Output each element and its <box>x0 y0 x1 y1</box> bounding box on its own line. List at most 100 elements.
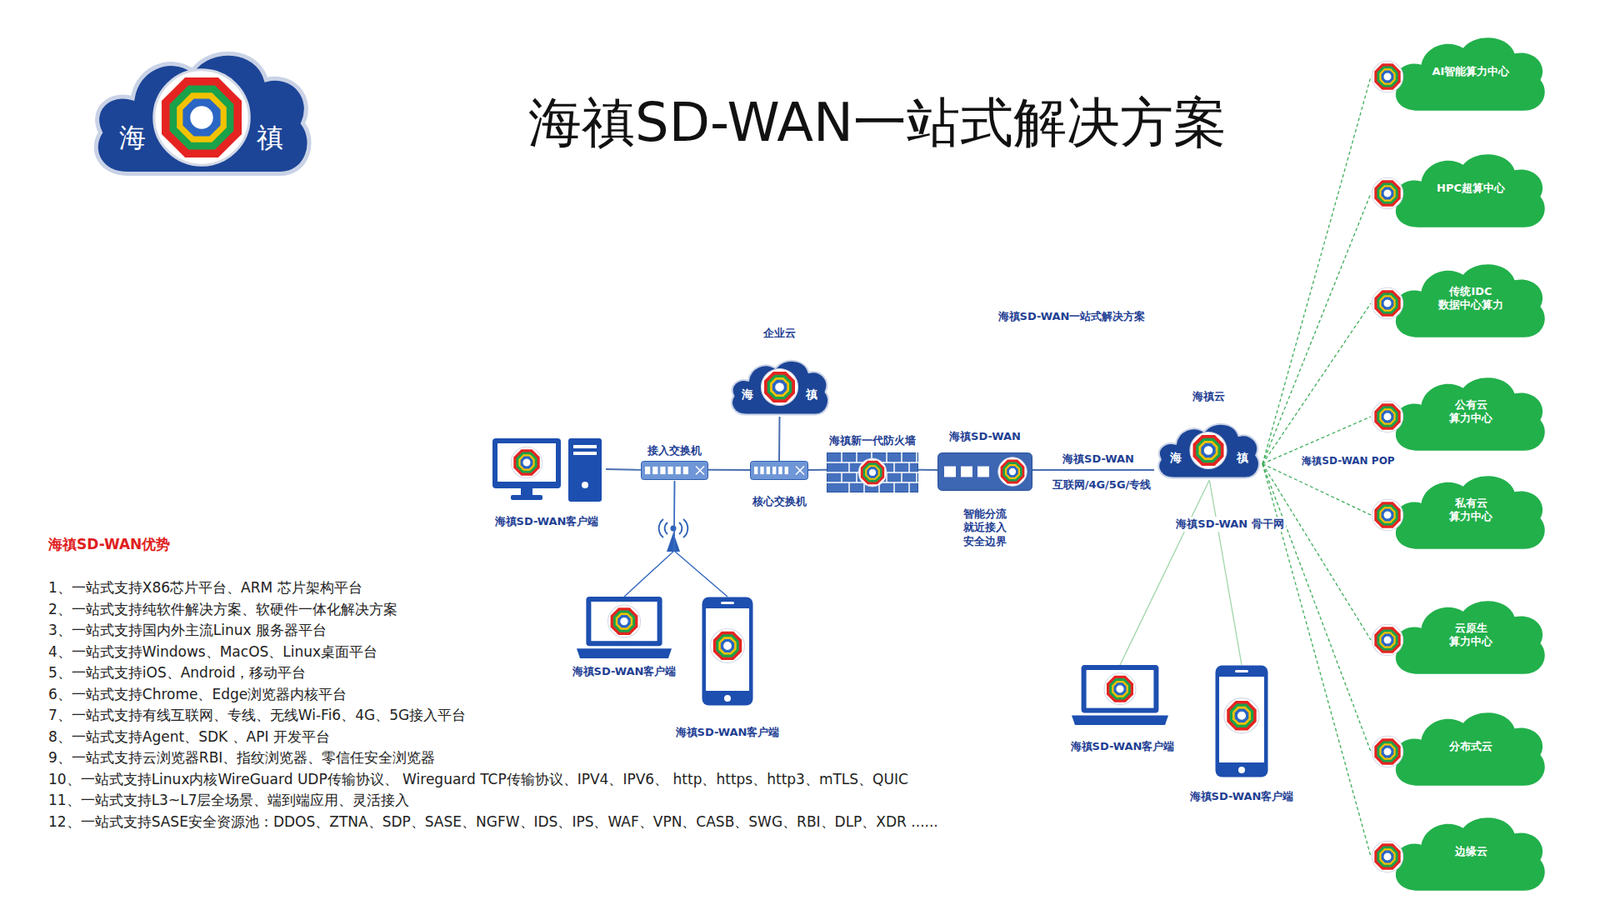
gcloud-icon-part <box>1379 185 1395 201</box>
logo-icon-part <box>154 70 250 165</box>
desktop-icon-part <box>513 449 540 475</box>
gcloud-icon-part <box>1374 290 1400 316</box>
laptop-icon-part <box>617 615 630 628</box>
firewall-icon-part <box>893 462 895 473</box>
phone-icon-part <box>720 601 735 605</box>
desktop-icon-part <box>520 456 534 470</box>
logo-icon-part <box>188 104 215 130</box>
firewall-icon <box>826 452 919 493</box>
bcloud-icon-part <box>772 380 787 395</box>
phone-icon-part <box>1232 706 1251 725</box>
annotation-label: 海禛SD-WAN一站式解决方案 <box>998 310 1146 324</box>
desktop-icon-part <box>568 438 602 502</box>
node-label: 海禛SD-WAN客户端 <box>675 725 780 740</box>
gcloud-icon-part <box>1383 299 1392 308</box>
switch-icon-part <box>668 466 674 475</box>
firewall-icon-part <box>866 466 878 478</box>
advantage-text: 7、一站式支持有线互联网、专线、无线Wi-Fi6、4G、5G接入平台 <box>48 706 466 724</box>
advantage-text: 5、一站式支持iOS、Android，移动平台 <box>48 664 306 681</box>
phone-icon-part <box>1236 710 1247 721</box>
node-label: 海禛SD-WAN <box>949 430 1021 444</box>
laptop-node: 海禛SD-WAN客户端 <box>1071 665 1169 755</box>
firewall-node: 海禛新一代防火墙 <box>826 434 919 493</box>
firewall-icon-part <box>885 452 888 463</box>
desktop-icon-part <box>497 443 556 482</box>
gcloud-icon-part <box>1379 408 1395 425</box>
logo-node: 海禛 <box>86 40 317 179</box>
logo-icon-part <box>161 77 242 158</box>
switch-icon-part <box>683 466 689 475</box>
gcloud-icon-part <box>1395 37 1545 110</box>
switch-icon-part <box>795 465 805 475</box>
laptop-icon-part <box>1111 680 1129 698</box>
annotation-label: 互联网/4G/5G/专线 <box>1052 478 1152 492</box>
gcloud-icon-part <box>1381 634 1395 647</box>
switch-icon-part <box>660 466 665 475</box>
phone-icon-part <box>1235 670 1249 673</box>
gcloud-icon-part-part <box>1395 712 1545 785</box>
advantage-text: 10、一站式支持Linux内核WireGuard UDP传输协议、 Wiregu… <box>48 770 909 787</box>
dashed-link <box>1262 464 1371 640</box>
compute-cloud: 边缘云 <box>1370 810 1550 894</box>
gcloud-icon-part <box>1395 264 1545 337</box>
gcloud-icon-part <box>1379 743 1395 760</box>
compute-cloud: AI智能算力中心 <box>1370 30 1550 114</box>
phone-icon-part <box>1215 665 1269 778</box>
gcloud-icon-part-part <box>1395 600 1545 674</box>
gcloud-icon-part-part <box>1395 154 1545 227</box>
node-label: 海禛SD-WAN客户端 <box>1190 790 1295 804</box>
gcloud-icon-part <box>1395 154 1545 227</box>
compute-cloud: HPC超算中心 <box>1370 146 1550 230</box>
phone-icon-part <box>1230 704 1254 728</box>
phone-icon-part <box>718 636 736 655</box>
compute-cloud: 云原生 算力中心 <box>1370 593 1550 677</box>
annotation-label: 海禛SD-WAN 骨干网 <box>1173 516 1286 532</box>
gcloud-icon-part <box>1379 848 1395 865</box>
node-label: 禛 <box>256 120 284 155</box>
gcloud-icon-part <box>1383 412 1392 421</box>
gcloud-icon-part <box>1381 745 1395 759</box>
phone-icon-part <box>1224 698 1260 734</box>
firewall-icon-part <box>868 468 876 476</box>
gcloud-icon-part <box>1395 475 1545 549</box>
laptop-icon-part <box>613 610 635 633</box>
bcloud-icon-part <box>731 360 829 415</box>
network-link <box>1209 480 1242 665</box>
advantage-text: 8、一站式支持Agent、SDK 、API 开发平台 <box>48 727 330 745</box>
node-label: 禛 <box>1236 450 1249 466</box>
node-label: 海禛SD-WAN客户端 <box>572 665 677 679</box>
logo-icon-part <box>170 85 235 150</box>
bcloud-icon-part <box>767 375 793 400</box>
phone-icon-part <box>722 640 732 650</box>
dashed-link <box>1262 303 1371 465</box>
firewall-icon-part <box>860 460 885 485</box>
appliance-icon-part <box>1008 467 1016 475</box>
desktop-icon-part <box>492 438 561 489</box>
network-link <box>605 468 641 471</box>
firewall-icon-part <box>855 452 858 463</box>
network-link <box>624 480 675 597</box>
gcloud-icon-part <box>1376 182 1398 204</box>
laptop-icon-part <box>1115 685 1125 694</box>
signal-arc <box>665 522 668 535</box>
phone-icon-part <box>724 695 731 702</box>
gcloud-icon-part-part <box>1395 817 1545 890</box>
laptop-icon-part <box>576 648 672 659</box>
node-label: 海禛新一代防火墙 <box>829 434 916 448</box>
bcloud-node: 企业云海禛 <box>727 326 832 417</box>
switch-icon-part <box>760 466 764 475</box>
desktop-icon-part <box>581 481 589 489</box>
bcloud-icon-part <box>764 371 795 403</box>
signal-arc <box>683 519 688 538</box>
logo-icon-part <box>176 92 227 143</box>
switch-icon-part <box>754 466 758 475</box>
node-label: HPC超算中心 <box>1436 181 1505 195</box>
node-label: 海禛SD-WAN客户端 <box>1070 740 1175 754</box>
switch-icon-part <box>766 466 770 475</box>
signal-arc <box>679 522 682 535</box>
node-label: 海 <box>741 387 754 403</box>
firewall-icon-part <box>840 452 843 463</box>
gcloud-icon-part <box>1374 626 1400 653</box>
firewall-icon-part <box>827 453 919 493</box>
phone-node: 海禛SD-WAN客户端 <box>697 596 758 739</box>
